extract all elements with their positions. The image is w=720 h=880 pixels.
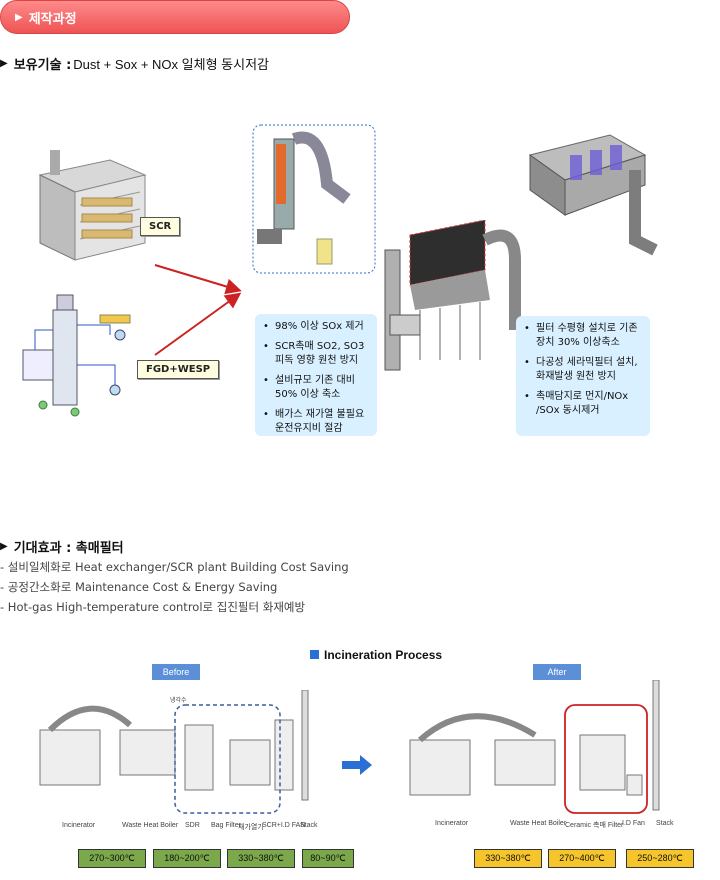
info-box-left: 98% 이상 SOx 제거 SCR촉매 SO2, SO3 피독 영향 원천 방지…: [255, 314, 377, 436]
info-box-right: 필터 수평형 설치로 기존장치 30% 이상축소 다공성 세라믹필터 설치, 화…: [516, 316, 650, 436]
before-process-diagram: 냉각수: [39, 690, 309, 814]
fgd-wesp-label: FGD+WESP: [137, 360, 220, 379]
scr-label: SCR: [140, 217, 181, 236]
temp-badge: 270~300℃: [78, 849, 146, 868]
stage-label: Waste Heat Boiler: [510, 820, 567, 827]
temp-badge: 270~400℃: [548, 849, 616, 868]
benefit-item: - 설비일체화로 Heat exchanger/SCR plant Buildi…: [0, 560, 349, 574]
right-arrow-icon: [342, 755, 372, 775]
blue-square-icon: [310, 650, 319, 659]
info-left-item: 설비규모 기존 대비 50% 이상 축소: [263, 374, 369, 402]
stage-label: Waste Heat Boiler: [122, 822, 179, 829]
stage-label: I.D Fan: [622, 820, 645, 827]
benefits-list: - 설비일체화로 Heat exchanger/SCR plant Buildi…: [0, 557, 349, 617]
temp-badge: 330~380℃: [474, 849, 542, 868]
benefit-item: - 공정간소화로 Maintenance Cost & Energy Savin…: [0, 580, 278, 594]
before-label: Before: [152, 664, 200, 680]
info-left-item: 98% 이상 SOx 제거: [263, 320, 369, 334]
info-right-item: 촉매담지로 먼지/NOx /SOx 동시제거: [524, 390, 642, 418]
info-right-item: 다공성 세라믹필터 설치, 화재발생 원천 방지: [524, 356, 642, 384]
section-title-expected-effects: ▶ 기대효과 : 촉매필터: [0, 541, 124, 556]
after-process-diagram: [409, 680, 660, 814]
temp-badge: 250~280℃: [626, 849, 694, 868]
tab-label: 제작과정: [28, 11, 77, 27]
stage-label: Ceramic 촉매 Filter: [565, 822, 624, 829]
horizontal-filter-unit-illustration: [528, 134, 658, 256]
catalyst-filter-plant-illustration: [384, 220, 521, 371]
triangle-right-icon: ▶: [0, 541, 8, 552]
stage-label: SCR+I.D FAN: [262, 822, 306, 829]
info-left-item: SCR촉매 SO2, SO3 피독 영향 원천 방지: [263, 340, 369, 368]
stage-label: Stack: [300, 822, 318, 829]
stage-label: Incinerator: [435, 820, 469, 827]
stage-label: 재가열기: [238, 824, 264, 831]
temp-badge: 330~380℃: [227, 849, 295, 868]
temp-badge: 180~200℃: [153, 849, 221, 868]
incineration-process-title: Incineration Process: [310, 648, 442, 662]
stage-label: Bag Filter: [211, 822, 241, 829]
temp-badge: 80~90℃: [302, 849, 354, 868]
section-title-technology: ▶ 보유기술 : Dust + Sox + NOx 일체형 동시저감: [0, 57, 269, 73]
stage-label: SDR: [185, 822, 200, 829]
coolant-label: 냉각수: [170, 696, 187, 704]
scr-building-illustration: [38, 150, 147, 261]
sox-reactor-illustration: [252, 124, 376, 274]
info-left-item: 배가스 재가열 불필요 운전유지비 절감: [263, 408, 369, 436]
tab-manufacturing-process[interactable]: ▶ 제작과정: [0, 0, 350, 34]
after-label: After: [533, 664, 581, 680]
benefit-item: - Hot-gas High-temperature control로 집진필터…: [0, 600, 306, 614]
triangle-right-icon: ▶: [15, 11, 23, 23]
info-right-item: 필터 수평형 설치로 기존장치 30% 이상축소: [524, 322, 642, 350]
red-arrows: [154, 264, 242, 356]
triangle-right-icon: ▶: [0, 58, 8, 69]
stage-label: Incinerator: [62, 822, 96, 829]
fgd-wesp-schematic: [22, 294, 131, 417]
stage-label: Stack: [656, 820, 674, 827]
